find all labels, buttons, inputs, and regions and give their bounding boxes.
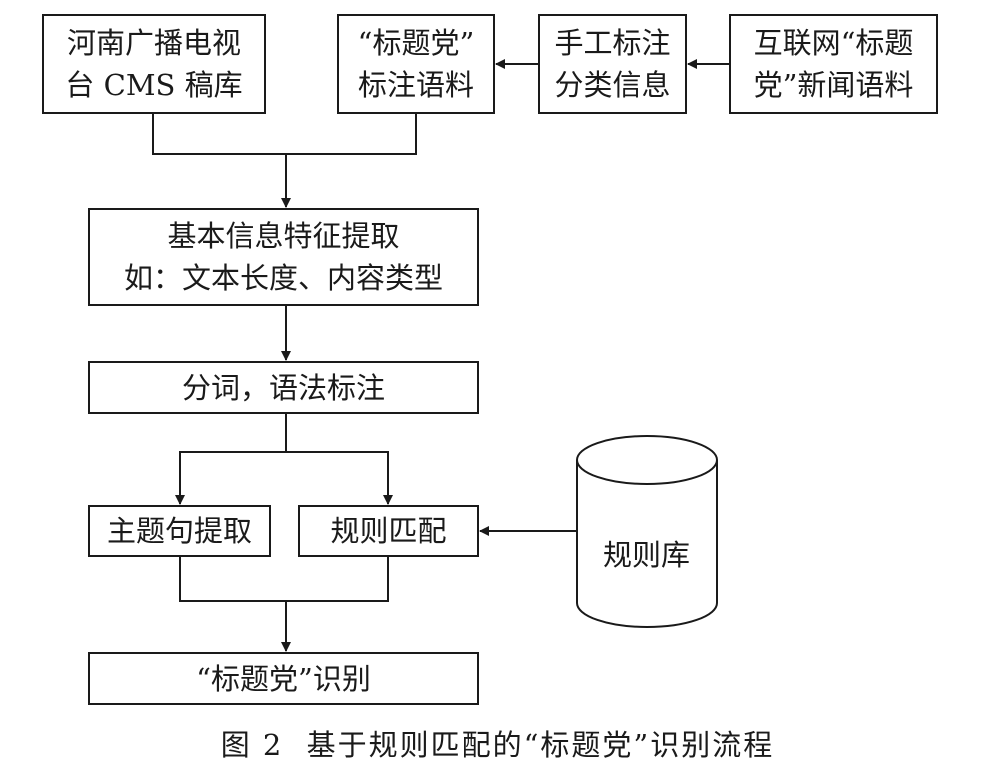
node-line: “标题党”识别 (196, 661, 371, 696)
node-line: 规则匹配 (330, 514, 447, 548)
node-line: 互联网“标题 (753, 26, 914, 60)
node-line: 主题句提取 (106, 514, 252, 548)
rule-db-label: 规则库 (603, 538, 691, 572)
node-line: “标题党” (357, 26, 475, 60)
node-line: 标注语料 (357, 68, 474, 102)
arrow-to-rule-match (286, 451, 393, 505)
node-annotated-corpus: “标题党” 标注语料 (337, 14, 495, 114)
node-line: 基本信息特征提取 (167, 219, 400, 253)
node-internet-corpus: 互联网“标题 党”新闻语料 (729, 14, 938, 114)
rule-db-cylinder (576, 435, 718, 628)
node-line: 手工标注 (554, 26, 671, 60)
node-cms-library: 河南广播电视 台 CMS 稿库 (42, 14, 266, 114)
merge-bottom (179, 557, 389, 602)
node-manual-label: 手工标注 分类信息 (538, 14, 687, 114)
caption-text: 基于规则匹配的“标题党”识别流程 (306, 728, 775, 762)
caption-figure-number: 图 2 (220, 728, 284, 762)
arrow-to-topic-sentence (175, 451, 286, 505)
node-identify: “标题党”识别 (88, 652, 479, 705)
node-topic-sentence: 主题句提取 (88, 505, 271, 557)
node-line: 党”新闻语料 (753, 68, 914, 102)
node-line: 分类信息 (554, 68, 671, 102)
node-rule-match: 规则匹配 (298, 505, 479, 557)
node-line: 河南广播电视 (66, 26, 241, 60)
node-feature-extract: 基本信息特征提取 如：文本长度、内容类型 (88, 208, 479, 306)
merge-top-sources (152, 114, 417, 155)
node-segmentation: 分词，语法标注 (88, 361, 479, 414)
figure-caption: 图 2 基于规则匹配的“标题党”识别流程 (0, 722, 995, 764)
node-line: 分词，语法标注 (181, 370, 385, 405)
node-line: 台 CMS 稿库 (65, 68, 243, 102)
node-line: 如：文本长度、内容类型 (123, 261, 443, 295)
